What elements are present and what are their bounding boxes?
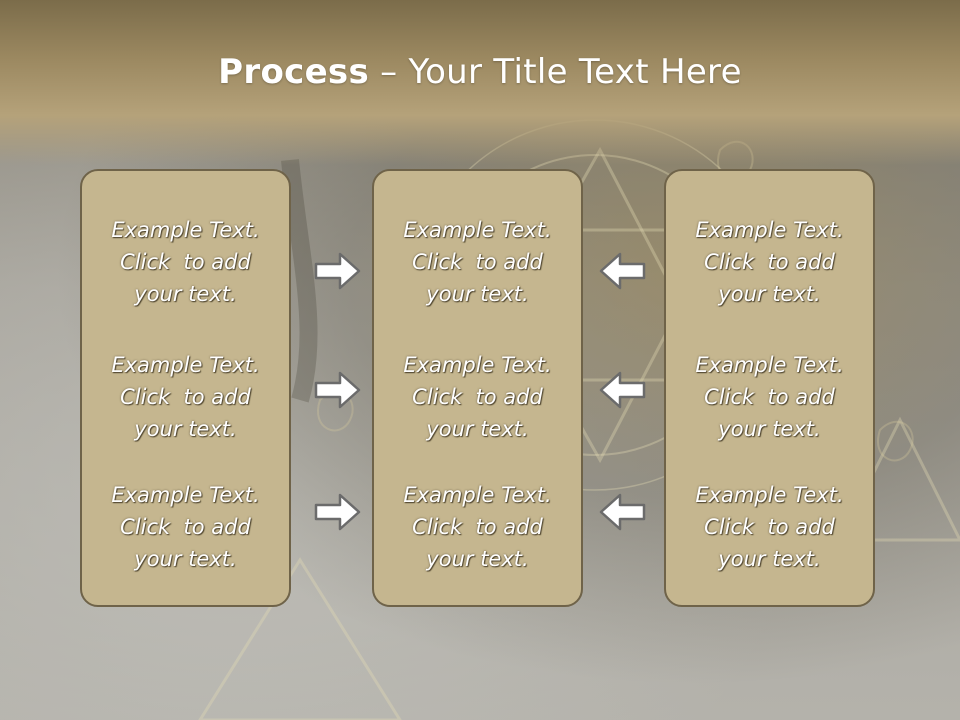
text-line: Example Text. <box>111 218 260 242</box>
text-line: Click to add <box>120 515 251 539</box>
arrow-left-icon <box>599 252 646 290</box>
text-line: Click to add <box>412 385 543 409</box>
title-bold: Process <box>218 52 370 92</box>
arrow-left-icon <box>599 371 646 409</box>
title-bar <box>0 0 960 165</box>
text-line: Example Text. <box>111 483 260 507</box>
text-block[interactable]: Example Text. Click to add your text. <box>666 349 873 445</box>
panel-left[interactable]: Example Text. Click to add your text. Ex… <box>80 169 291 607</box>
text-block[interactable]: Example Text. Click to add your text. <box>374 214 581 310</box>
text-line: Click to add <box>704 250 835 274</box>
text-block[interactable]: Example Text. Click to add your text. <box>666 214 873 310</box>
text-line: Click to add <box>412 515 543 539</box>
text-line: your text. <box>718 547 821 571</box>
text-block[interactable]: Example Text. Click to add your text. <box>82 349 289 445</box>
text-line: Click to add <box>704 385 835 409</box>
text-line: Example Text. <box>111 353 260 377</box>
arrow-right-icon <box>314 371 361 409</box>
panel-right[interactable]: Example Text. Click to add your text. Ex… <box>664 169 875 607</box>
text-line: Click to add <box>120 250 251 274</box>
text-line: your text. <box>426 417 529 441</box>
text-line: your text. <box>426 282 529 306</box>
text-line: your text. <box>134 282 237 306</box>
text-block[interactable]: Example Text. Click to add your text. <box>82 479 289 575</box>
title-rest: – Your Title Text Here <box>369 52 742 92</box>
arrow-right-icon <box>314 493 361 531</box>
text-line: Example Text. <box>695 218 844 242</box>
text-line: your text. <box>134 547 237 571</box>
arrow-left-icon <box>599 493 646 531</box>
text-line: your text. <box>426 547 529 571</box>
text-line: Click to add <box>412 250 543 274</box>
text-block[interactable]: Example Text. Click to add your text. <box>374 349 581 445</box>
text-block[interactable]: Example Text. Click to add your text. <box>666 479 873 575</box>
text-line: your text. <box>134 417 237 441</box>
text-line: Click to add <box>704 515 835 539</box>
text-line: Example Text. <box>403 483 552 507</box>
text-line: Example Text. <box>695 353 844 377</box>
text-line: Example Text. <box>695 483 844 507</box>
panel-center[interactable]: Example Text. Click to add your text. Ex… <box>372 169 583 607</box>
text-line: your text. <box>718 417 821 441</box>
text-line: Click to add <box>120 385 251 409</box>
text-line: your text. <box>718 282 821 306</box>
slide-title[interactable]: Process – Your Title Text Here <box>0 52 960 92</box>
text-block[interactable]: Example Text. Click to add your text. <box>374 479 581 575</box>
text-block[interactable]: Example Text. Click to add your text. <box>82 214 289 310</box>
text-line: Example Text. <box>403 353 552 377</box>
arrow-right-icon <box>314 252 361 290</box>
text-line: Example Text. <box>403 218 552 242</box>
